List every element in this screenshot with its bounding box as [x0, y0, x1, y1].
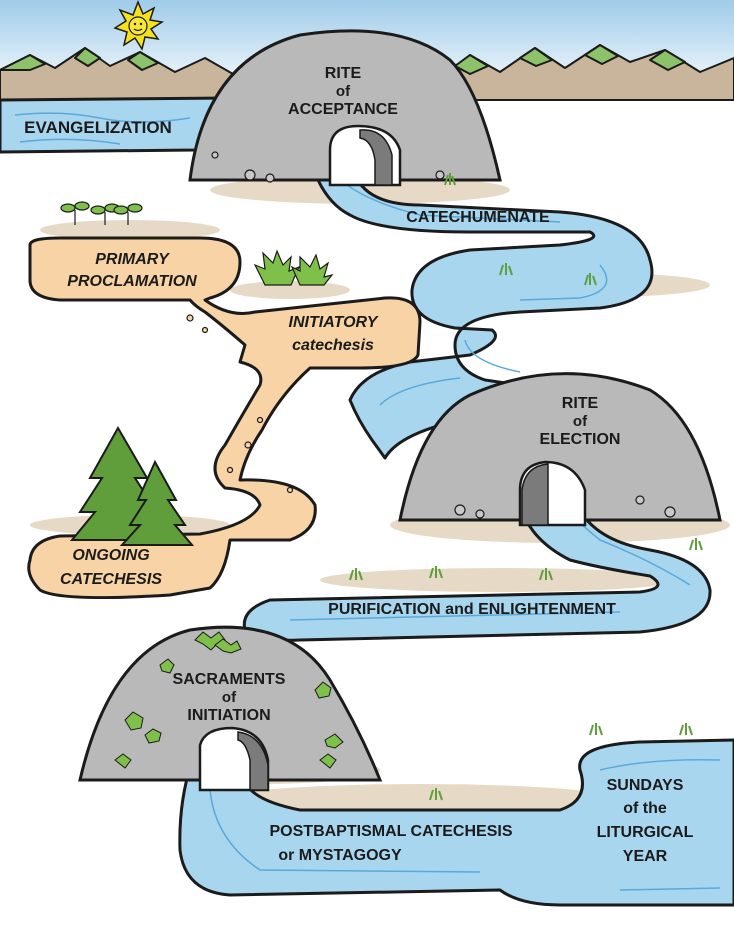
pine-tree-icon — [69, 425, 195, 546]
bush-icon — [114, 631, 344, 769]
label-rite-of-election-1: RITE — [562, 395, 599, 412]
tunnel-arch-icon — [521, 463, 549, 526]
label-catechumenate: CATECHUMENATE — [406, 209, 550, 226]
label-primary-proclamation-1: PRIMARY — [95, 251, 170, 268]
sun-icon — [113, 0, 165, 51]
label-initiatory-catechesis-2: catechesis — [292, 337, 374, 354]
tunnel-arch-icon — [237, 731, 269, 791]
label-postbaptismal-2: or MYSTAGOGY — [278, 847, 402, 864]
label-ongoing-catechesis-1: ONGOING — [72, 547, 149, 564]
label-rite-of-election-3: ELECTION — [540, 431, 621, 448]
mound-rite-of-acceptance — [188, 29, 502, 187]
label-sacraments-1: SACRAMENTS — [173, 671, 286, 688]
label-rite-of-acceptance-1: RITE — [325, 65, 362, 82]
label-sacraments-2: of — [222, 689, 237, 706]
label-ongoing-catechesis-2: CATECHESIS — [60, 571, 162, 588]
label-rite-of-election-2: of — [573, 413, 588, 430]
label-sacraments-3: INITIATION — [187, 707, 270, 724]
mound-sacraments-of-initiation — [78, 625, 383, 792]
path-pebbles — [186, 314, 294, 494]
label-evangelization: EVANGELIZATION — [24, 118, 172, 137]
label-primary-proclamation-2: PROCLAMATION — [67, 273, 197, 290]
label-sundays-1: SUNDAYS — [607, 777, 684, 794]
label-postbaptismal-1: POSTBAPTISMAL CATECHESIS — [270, 823, 513, 840]
mountain-range — [0, 44, 734, 101]
label-initiatory-catechesis-1: INITIATORY — [289, 314, 379, 331]
river — [0, 96, 734, 907]
bush-icon — [253, 249, 334, 286]
label-sundays-3: LITURGICAL — [597, 824, 694, 841]
label-sundays-4: YEAR — [623, 848, 668, 865]
label-rite-of-acceptance-2: of — [336, 83, 351, 100]
grass-tufts — [349, 173, 703, 801]
label-rite-of-acceptance-3: ACCEPTANCE — [288, 101, 398, 118]
label-purification-enlightenment: PURIFICATION and ENLIGHTENMENT — [328, 601, 616, 618]
label-sundays-2: of the — [623, 800, 667, 817]
seedling-icon — [60, 201, 143, 225]
mound-rite-of-election — [398, 372, 722, 527]
catechesis-path — [27, 236, 422, 600]
tunnel-arch-icon — [359, 129, 393, 186]
